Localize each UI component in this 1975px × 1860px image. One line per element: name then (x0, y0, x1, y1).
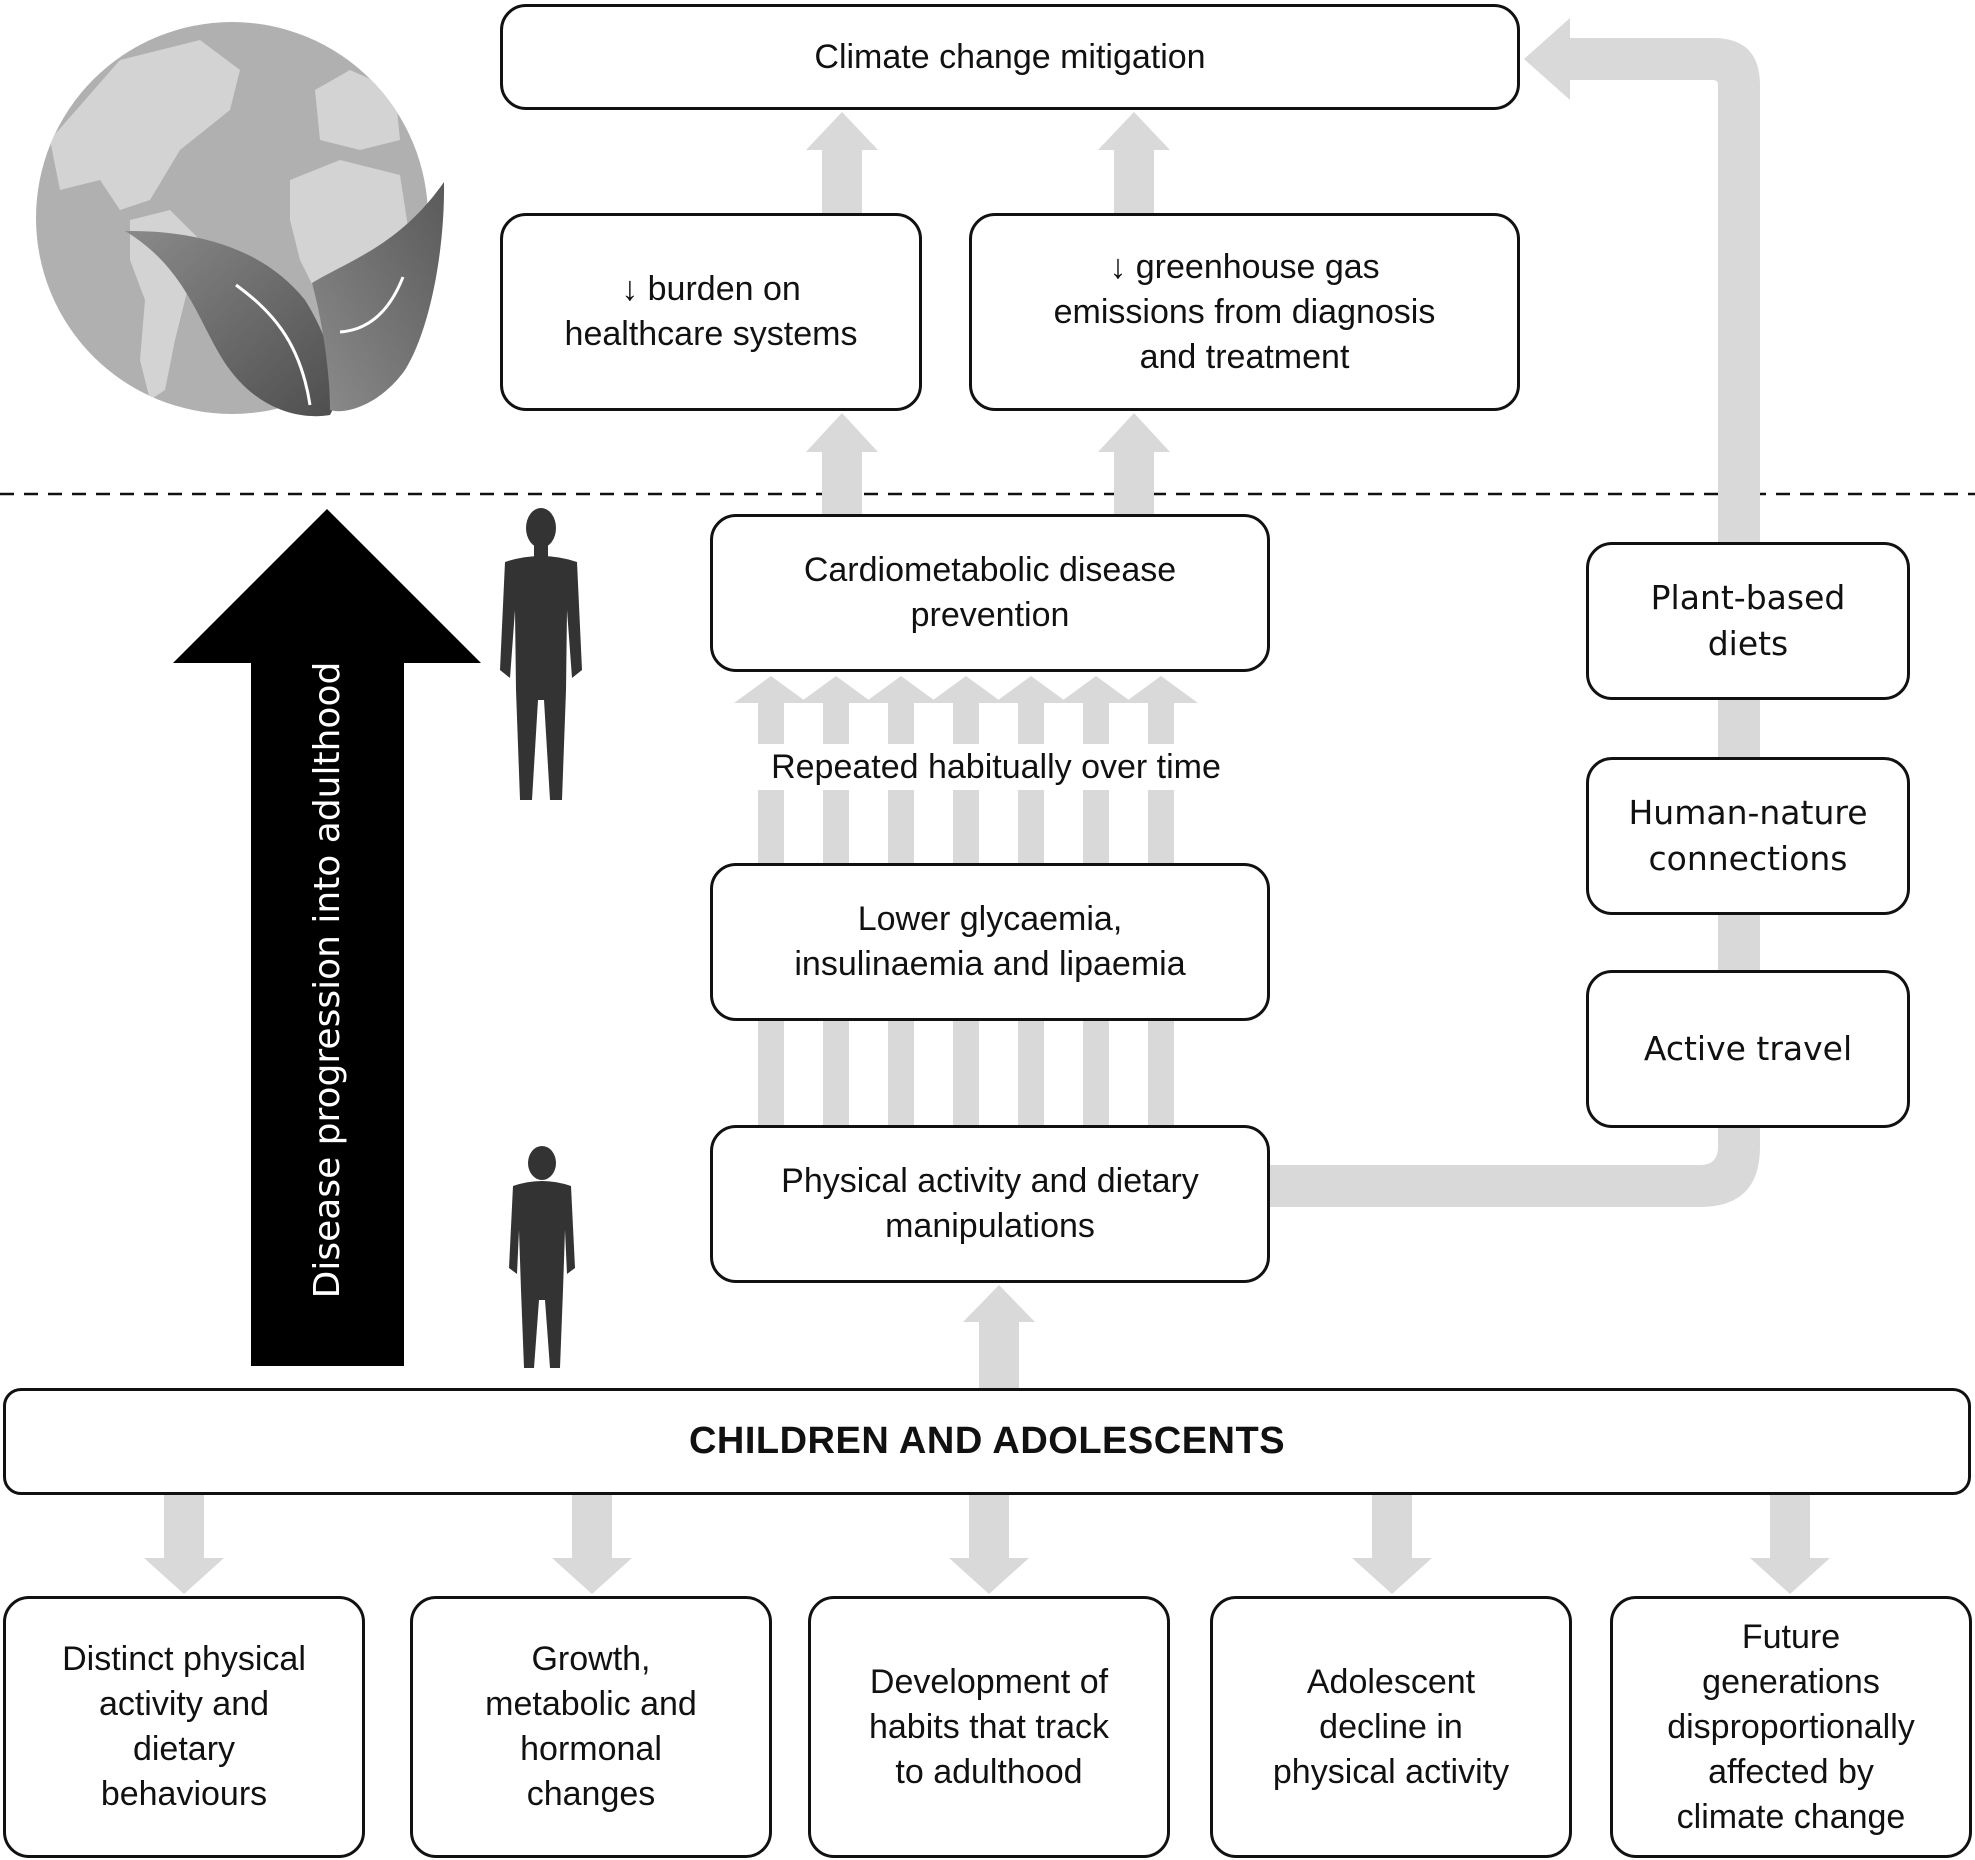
habit-development-box: Development of habits that track to adul… (808, 1596, 1170, 1858)
plant-based-diets-box: Plant-based diets (1586, 542, 1910, 700)
human-nature-connections-box: Human-nature connections (1586, 757, 1910, 915)
b3-line-3: to adulthood (895, 1752, 1083, 1791)
lower-glycaemia-box: Lower glycaemia, insulinaemia and lipaem… (710, 863, 1270, 1021)
arrow-emissions-to-mitigation (1098, 112, 1170, 213)
emissions-line-3: and treatment (1139, 337, 1350, 376)
arrow-prevention-to-healthcare (806, 413, 878, 515)
b5-line-4: affected by (1708, 1752, 1874, 1791)
b1-line-3: dietary (132, 1730, 236, 1768)
b4-line-3: physical activity (1272, 1752, 1510, 1791)
down-arrow (144, 1495, 224, 1594)
b5-line-1: Future (1741, 1617, 1841, 1656)
manipulations-line-2: manipulations (885, 1207, 1095, 1245)
b3-line-2: habits that track (868, 1707, 1109, 1746)
healthcare-line-2: healthcare systems (564, 315, 858, 353)
adult-silhouette-icon (500, 508, 582, 800)
b4-line-2: decline in (1319, 1707, 1463, 1746)
plant-line-1: Plant-based (1650, 578, 1846, 617)
b2-line-2: metabolic and (485, 1685, 697, 1723)
healthcare-burden-box: ↓ burden on healthcare systems (500, 213, 922, 411)
growth-changes-box: Growth, metabolic and hormonal changes (410, 1596, 772, 1858)
distinct-behaviours-box: Distinct physical activity and dietary b… (3, 1596, 365, 1858)
climate-change-mitigation-box: Climate change mitigation (500, 4, 1520, 110)
adolescent-decline-box: Adolescent decline in physical activity (1210, 1596, 1572, 1858)
nature-line-2: connections (1648, 839, 1848, 878)
greenhouse-emissions-box: ↓ greenhouse gas emissions from diagnosi… (969, 213, 1520, 411)
b2-line-1: Growth, (531, 1640, 651, 1678)
b5-line-3: disproportionally (1667, 1707, 1915, 1746)
b2-line-3: hormonal (520, 1730, 662, 1768)
b3-line-1: Development of (869, 1662, 1109, 1701)
prevention-line-1: Cardiometabolic disease (803, 551, 1177, 589)
children-adolescents-title: CHILDREN AND ADOLESCENTS (688, 1420, 1286, 1462)
plant-line-2: diets (1707, 624, 1789, 663)
prevention-line-2: prevention (910, 596, 1070, 634)
arrow-prevention-to-emissions (1098, 413, 1170, 515)
manipulations-line-1: Physical activity and dietary (781, 1162, 1199, 1200)
b5-line-2: generations (1702, 1662, 1880, 1701)
active-travel-box: Active travel (1586, 970, 1910, 1128)
down-arrow (1352, 1495, 1432, 1594)
cardiometabolic-prevention-box: Cardiometabolic disease prevention (710, 514, 1270, 672)
physical-activity-manipulations-box: Physical activity and dietary manipulati… (710, 1125, 1270, 1283)
b1-line-4: behaviours (100, 1775, 268, 1813)
nature-line-1: Human-nature (1628, 793, 1868, 832)
disease-progression-label: Disease progression into adulthood (307, 661, 348, 1299)
climate-change-mitigation-label: Climate change mitigation (814, 37, 1206, 76)
progression-arrow (173, 509, 481, 1366)
globe-with-leaves-icon (36, 22, 445, 417)
children-adolescents-box: CHILDREN AND ADOLESCENTS (3, 1388, 1971, 1495)
b1-line-2: activity and (98, 1685, 270, 1723)
healthcare-line-1: ↓ burden on (621, 270, 801, 308)
arrow-healthcare-to-mitigation (806, 112, 878, 213)
future-generations-box: Future generations disproportionally aff… (1610, 1596, 1972, 1858)
down-arrow (1750, 1495, 1830, 1594)
down-arrow (949, 1495, 1029, 1594)
repeated-habitually-label: Repeated habitually over time (722, 744, 1270, 790)
travel-line-1: Active travel (1643, 1029, 1853, 1068)
glycaemia-line-1: Lower glycaemia, (857, 900, 1123, 938)
down-arrows (144, 1495, 1830, 1594)
emissions-line-1: ↓ greenhouse gas (1109, 247, 1380, 286)
child-silhouette-icon (509, 1146, 575, 1368)
gray-arrows (806, 18, 1760, 1390)
arrow-children-to-manipulations (963, 1285, 1035, 1390)
emissions-line-2: emissions from diagnosis (1053, 292, 1436, 331)
glycaemia-line-2: insulinaemia and lipaemia (794, 945, 1186, 983)
down-arrow (552, 1495, 632, 1594)
b2-line-4: changes (526, 1775, 656, 1813)
b5-line-5: climate change (1676, 1797, 1906, 1836)
b4-line-1: Adolescent (1306, 1662, 1476, 1701)
b1-line-1: Distinct physical (62, 1640, 306, 1678)
